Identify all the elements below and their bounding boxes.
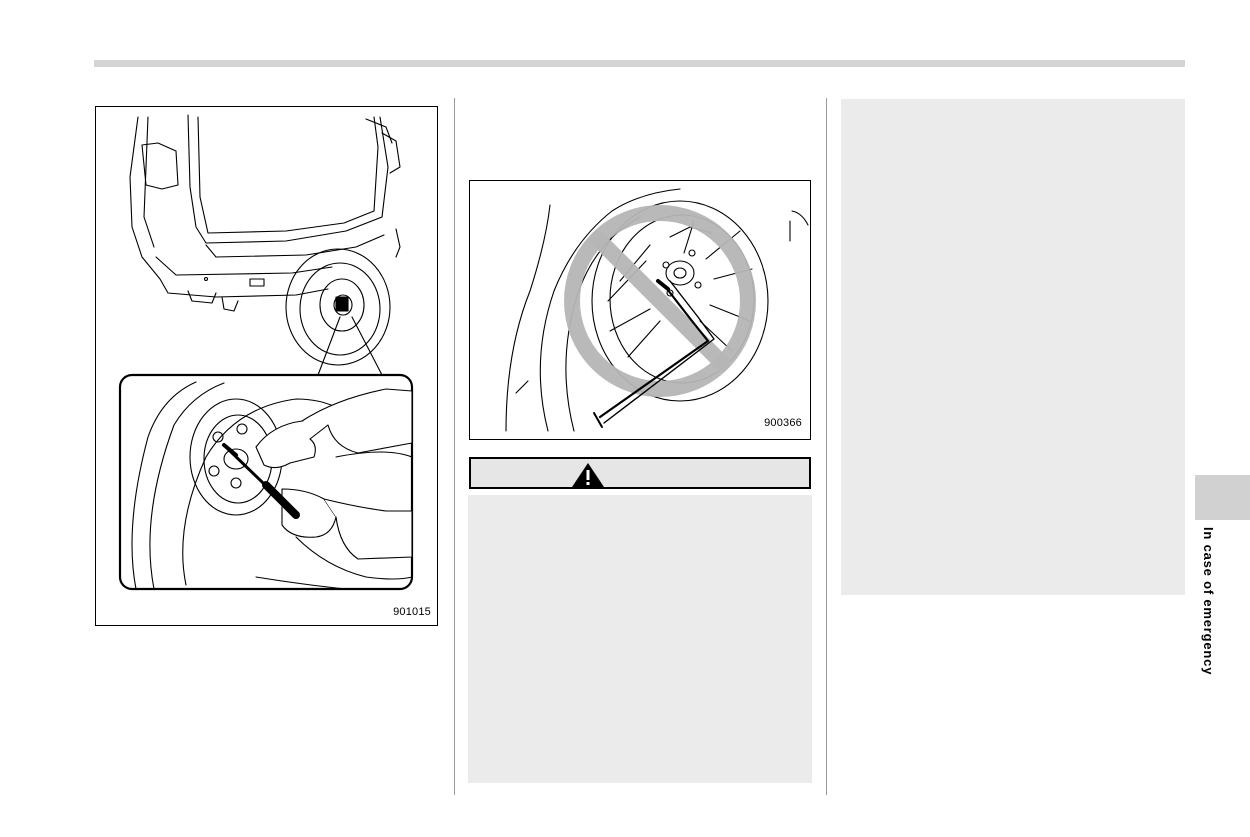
figure-code: 900366 xyxy=(764,417,802,429)
prohibited-lug-wrench-illustration xyxy=(505,188,809,432)
column-divider-right xyxy=(826,98,827,795)
section-tab xyxy=(1195,475,1250,520)
section-tab-label: In case of emergency xyxy=(1200,527,1216,702)
figure-code: 901015 xyxy=(393,606,431,618)
warning-header xyxy=(469,457,811,489)
note-panel xyxy=(841,99,1185,595)
warning-text-panel xyxy=(468,495,812,783)
warning-triangle-icon xyxy=(572,463,604,487)
section-tab-text: In case of emergency xyxy=(1201,527,1216,676)
column-divider-left xyxy=(454,98,455,795)
header-rule xyxy=(94,60,1185,67)
figure-spare-tire: 901015 xyxy=(95,106,438,626)
figure-prohibited-wrench: 900366 xyxy=(469,180,811,440)
spare-tire-removal-illustration xyxy=(118,114,414,591)
